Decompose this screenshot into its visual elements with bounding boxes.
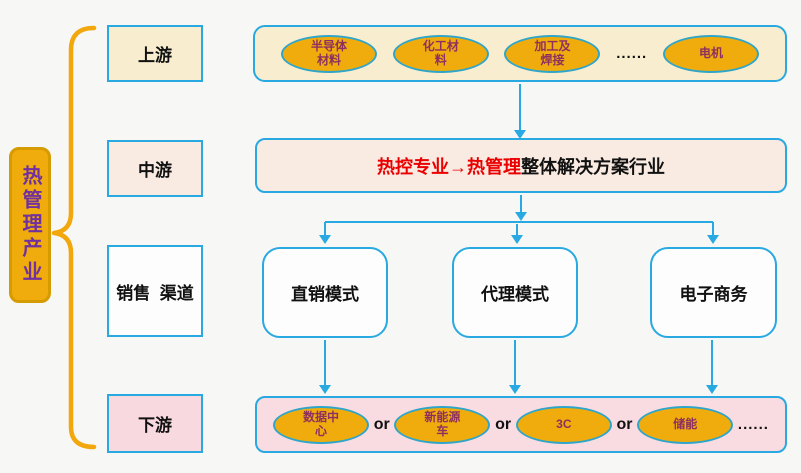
or-separator: or bbox=[373, 415, 390, 433]
sales-box-1: 直销模式 bbox=[262, 247, 388, 338]
row-label-downstream: 下游 bbox=[107, 394, 203, 453]
ellipse-label-line: 料 bbox=[434, 52, 447, 67]
industry-title-pill: 热管理产业 bbox=[9, 147, 51, 303]
ellipse-label-line: 半导体 bbox=[310, 38, 347, 53]
ellipse-label-line: 焊接 bbox=[540, 52, 565, 67]
or-separator: or bbox=[495, 415, 512, 433]
row-label-upstream: 上游 bbox=[107, 25, 203, 82]
ellipse-储能: 储能 bbox=[637, 405, 734, 444]
ellipse-电机: 电机 bbox=[662, 34, 759, 73]
midstream-rest-text: 整体解决方案行业 bbox=[521, 156, 665, 177]
ellipse-label-line: 3C bbox=[556, 416, 572, 431]
ellipse-label-line: 车 bbox=[436, 423, 449, 438]
ellipse-化工材料: 化工材料 bbox=[392, 34, 489, 73]
ellipse-label-line: 电机 bbox=[698, 45, 723, 60]
ellipse-label-line: 数据中 bbox=[302, 409, 339, 424]
ellipse-半导体材料: 半导体材料 bbox=[281, 34, 377, 73]
ellipse-label-line: 储能 bbox=[673, 416, 698, 431]
ellipse-3C: 3C bbox=[515, 405, 612, 444]
ellipse-label-line: 加工及 bbox=[534, 38, 571, 53]
ellipsis-dots: ...... bbox=[737, 416, 769, 433]
ellipse-label-line: 化工材 bbox=[422, 38, 459, 53]
midstream-box: 热控专业→热管理整体解决方案行业 bbox=[255, 138, 787, 193]
midstream-highlight-text: 热控专业→热管理 bbox=[377, 156, 521, 177]
ellipse-label-line: 材料 bbox=[316, 52, 341, 67]
ellipse-新能源车: 新能源车 bbox=[394, 405, 491, 444]
ellipsis-dots: ...... bbox=[616, 45, 648, 62]
upstream-group: 半导体材料化工材料加工及焊接......电机 bbox=[253, 25, 787, 82]
row-label-sales: 销售 渠道 bbox=[107, 245, 203, 337]
ellipse-加工及焊接: 加工及焊接 bbox=[504, 34, 601, 73]
industry-title-text: 热管理产业 bbox=[19, 165, 41, 285]
or-separator: or bbox=[616, 415, 633, 433]
sales-box-2: 代理模式 bbox=[452, 247, 578, 338]
row-label-midstream: 中游 bbox=[107, 140, 203, 197]
upstream-items: 半导体材料化工材料加工及焊接......电机 bbox=[255, 27, 785, 80]
ellipse-label-line: 新能源 bbox=[424, 409, 461, 424]
ellipse-数据中心: 数据中心 bbox=[273, 405, 369, 444]
ellipse-label-line: 心 bbox=[314, 423, 327, 438]
sales-box-3: 电子商务 bbox=[650, 247, 777, 338]
